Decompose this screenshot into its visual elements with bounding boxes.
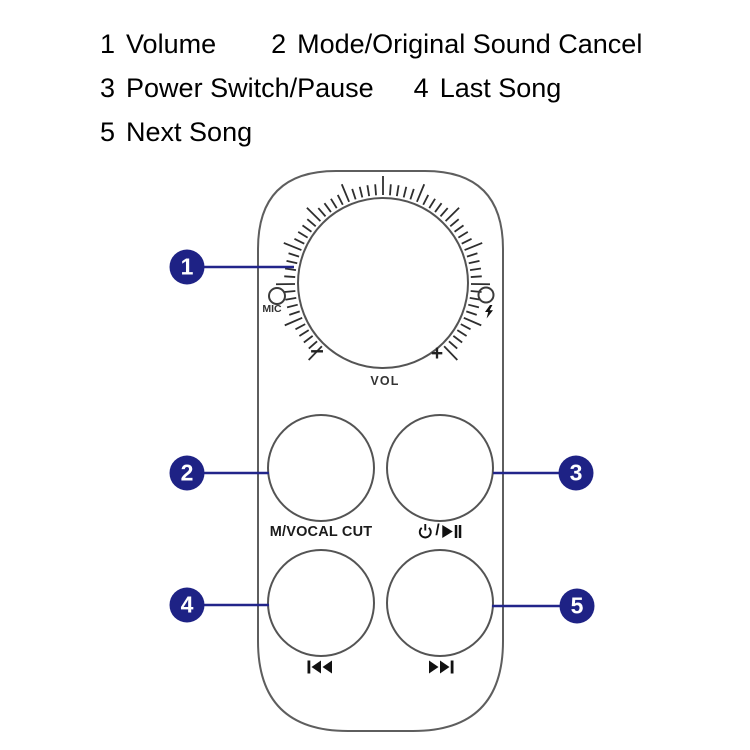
callout-badge-1: 1 (169, 249, 205, 285)
callout-badge-4: 4 (169, 587, 205, 623)
lightning-bolt-icon (485, 305, 493, 319)
volume-plus-label: + (430, 342, 444, 365)
callout-badge-2: 2 (169, 455, 205, 491)
device-outline (257, 170, 504, 732)
power-play-pause-button[interactable] (386, 414, 494, 522)
power-icon (417, 523, 433, 539)
callout-badge-3: 3 (558, 455, 594, 491)
play-pause-icon (442, 524, 463, 539)
last-song-button[interactable] (267, 549, 375, 657)
power-label-separator: / (435, 522, 440, 539)
next-track-icon (427, 660, 455, 675)
callout-badge-5: 5 (559, 588, 595, 624)
mic-hole-icon (268, 287, 286, 305)
volume-dial-ticks (275, 176, 491, 361)
next-song-button[interactable] (386, 549, 494, 657)
vol-label: VOL (370, 374, 400, 388)
previous-track-icon (306, 660, 334, 675)
mode-vocal-cut-button[interactable] (267, 414, 375, 522)
volume-dial[interactable] (297, 197, 469, 369)
volume-minus-label: – (310, 337, 324, 364)
mic-label: MIC (262, 303, 282, 315)
power-play-pause-label: / (417, 522, 462, 540)
mode-vocal-cut-label: M/VOCAL CUT (269, 524, 373, 540)
charge-hole-icon (477, 286, 495, 304)
